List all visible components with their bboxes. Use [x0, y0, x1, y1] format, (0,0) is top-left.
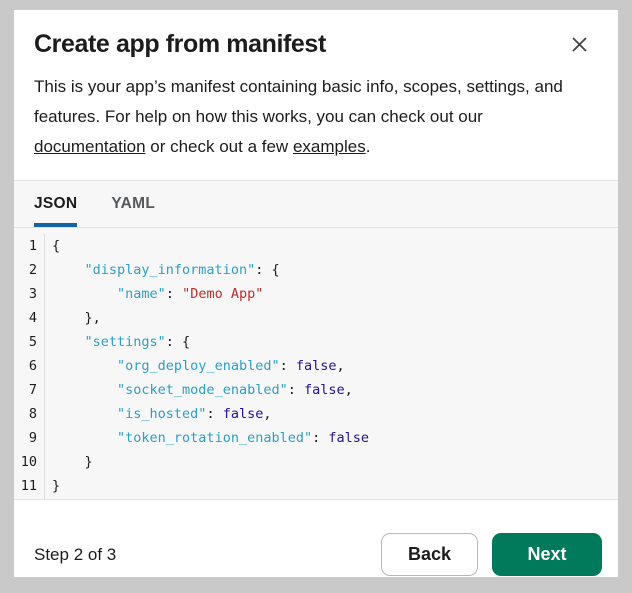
line-number: 4	[28, 310, 37, 326]
code-token-atom: false	[328, 430, 370, 446]
create-app-from-manifest-dialog: Create app from manifest This is your ap…	[14, 10, 618, 577]
code-token-punct: : {	[165, 334, 191, 350]
description-text: .	[365, 137, 371, 156]
code-token-atom: false	[303, 382, 345, 398]
documentation-link[interactable]: documentation	[34, 137, 146, 156]
code-token-punct: :	[165, 286, 183, 302]
line-number: 2	[28, 262, 37, 278]
dialog-header: Create app from manifest	[14, 10, 618, 58]
code-token-punct: :	[279, 358, 296, 374]
code-token-atom: false	[295, 358, 337, 374]
code-token-key: "org_deploy_enabled"	[117, 358, 280, 374]
format-tabbar: JSON YAML	[14, 180, 618, 228]
line-number: 10	[20, 454, 37, 470]
description-line: This is your app’s manifest containing b…	[34, 72, 598, 102]
code-token-punct	[52, 430, 117, 446]
code-token-key: "socket_mode_enabled"	[117, 382, 288, 398]
code-line[interactable]: }	[52, 474, 618, 498]
code-token-string: "Demo App"	[182, 286, 264, 302]
code-token-punct: ,	[344, 382, 353, 398]
code-token-atom: false	[222, 406, 264, 422]
code-line[interactable]: "is_hosted": false,	[52, 402, 618, 426]
line-number: 9	[28, 430, 37, 446]
tab-yaml[interactable]: YAML	[111, 195, 156, 212]
code-token-key: "display_information"	[84, 262, 256, 278]
dialog-title: Create app from manifest	[34, 30, 326, 58]
step-indicator: Step 2 of 3	[34, 544, 117, 564]
examples-link[interactable]: examples	[292, 137, 366, 156]
code-token-punct	[52, 334, 85, 350]
code-line[interactable]: "display_information": {	[52, 258, 618, 282]
line-number: 3	[28, 286, 37, 302]
code-token-key: "settings"	[84, 334, 166, 350]
description-text: or check out a few	[145, 137, 293, 156]
code-token-punct: },	[52, 310, 101, 326]
description-line: features. For help on how this works, yo…	[34, 102, 598, 132]
back-button[interactable]: Back	[381, 533, 478, 576]
code-line[interactable]: {	[52, 234, 618, 258]
code-token-punct	[52, 406, 117, 422]
code-line[interactable]: "org_deploy_enabled": false,	[52, 354, 618, 378]
code-token-key: "is_hosted"	[117, 406, 207, 422]
description-text: features. For help on how this works, yo…	[34, 107, 483, 126]
dialog-description: This is your app’s manifest containing b…	[34, 72, 598, 162]
code-token-key: "token_rotation_enabled"	[117, 430, 313, 446]
code-line[interactable]: }	[52, 450, 618, 474]
close-icon	[572, 37, 587, 52]
description-text: This is your app’s manifest containing b…	[34, 77, 563, 96]
line-number: 1	[28, 238, 37, 254]
code-token-punct: ,	[263, 406, 272, 422]
code-token-punct: {	[52, 238, 61, 254]
code-token-punct: :	[206, 406, 223, 422]
code-token-punct: :	[287, 382, 304, 398]
code-token-punct	[52, 262, 85, 278]
code-token-punct: }	[52, 454, 93, 470]
code-line[interactable]: },	[52, 306, 618, 330]
close-button[interactable]	[567, 32, 592, 57]
tab-json[interactable]: JSON	[34, 181, 78, 227]
description-line: documentation or check out a few example…	[34, 132, 598, 162]
code-token-punct: ,	[336, 358, 345, 374]
code-content[interactable]: { "display_information": { "name": "Demo…	[45, 234, 618, 499]
code-token-key: "name"	[117, 286, 166, 302]
code-token-punct: : {	[255, 262, 280, 278]
code-token-punct	[52, 358, 117, 374]
code-line[interactable]: "socket_mode_enabled": false,	[52, 378, 618, 402]
line-number-gutter: 1 2 3 4 5 6 7 8 9 10 11	[14, 234, 45, 499]
code-token-punct	[52, 382, 117, 398]
dialog-footer: Step 2 of 3 Back Next	[14, 500, 618, 577]
line-number: 8	[28, 406, 37, 422]
line-number: 6	[28, 358, 37, 374]
line-number: 7	[28, 382, 37, 398]
code-line[interactable]: "token_rotation_enabled": false	[52, 426, 618, 450]
code-token-punct: }	[52, 478, 61, 494]
next-button[interactable]: Next	[492, 533, 602, 576]
line-number: 5	[28, 334, 37, 350]
code-line[interactable]: "settings": {	[52, 330, 618, 354]
code-line[interactable]: "name": "Demo App"	[52, 282, 618, 306]
code-token-punct: :	[312, 430, 329, 446]
line-number: 11	[20, 478, 37, 494]
code-token-punct	[52, 286, 117, 302]
